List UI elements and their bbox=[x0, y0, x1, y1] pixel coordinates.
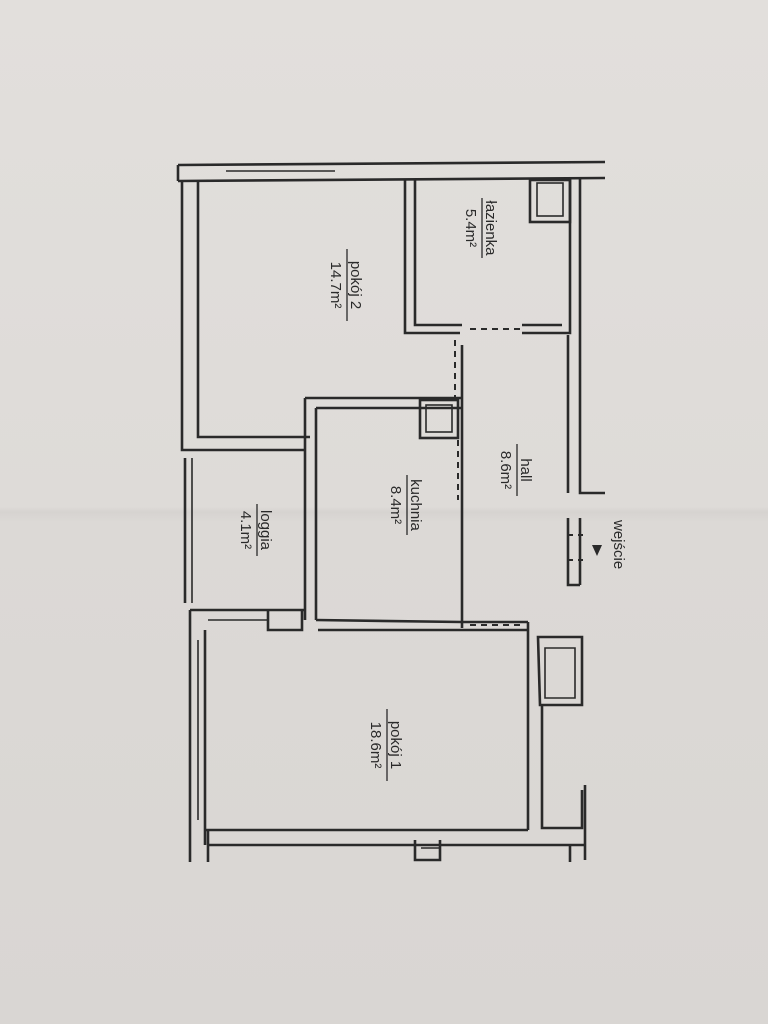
walls bbox=[176, 160, 606, 862]
room-name: pokój 1 bbox=[387, 721, 404, 769]
door-openings bbox=[454, 328, 583, 626]
room-label-loggia: loggia 4.1m² bbox=[237, 504, 274, 556]
room-label-kuchnia: kuchnia 8.4m² bbox=[387, 475, 424, 535]
room-area: 4.1m² bbox=[237, 511, 254, 549]
room-label-lazienka: łazienka 5.4m² bbox=[462, 198, 499, 258]
room-area: 14.7m² bbox=[327, 262, 344, 309]
entrance-label: wejście bbox=[610, 519, 627, 569]
room-area: 18.6m² bbox=[367, 722, 384, 769]
room-name: łazienka bbox=[482, 200, 499, 256]
room-area: 5.4m² bbox=[462, 209, 479, 247]
room-label-pokoj1: pokój 1 18.6m² bbox=[367, 709, 404, 781]
room-label-pokoj2: pokój 2 14.7m² bbox=[327, 249, 364, 321]
room-area: 8.4m² bbox=[387, 486, 404, 524]
room-label-hall: hall 8.6m² bbox=[497, 444, 534, 496]
room-name: kuchnia bbox=[407, 479, 424, 531]
room-area: 8.6m² bbox=[497, 451, 514, 489]
room-name: loggia bbox=[257, 510, 274, 551]
entrance-arrow-icon bbox=[592, 545, 602, 556]
room-name: pokój 2 bbox=[347, 261, 364, 309]
room-name: hall bbox=[517, 458, 534, 481]
